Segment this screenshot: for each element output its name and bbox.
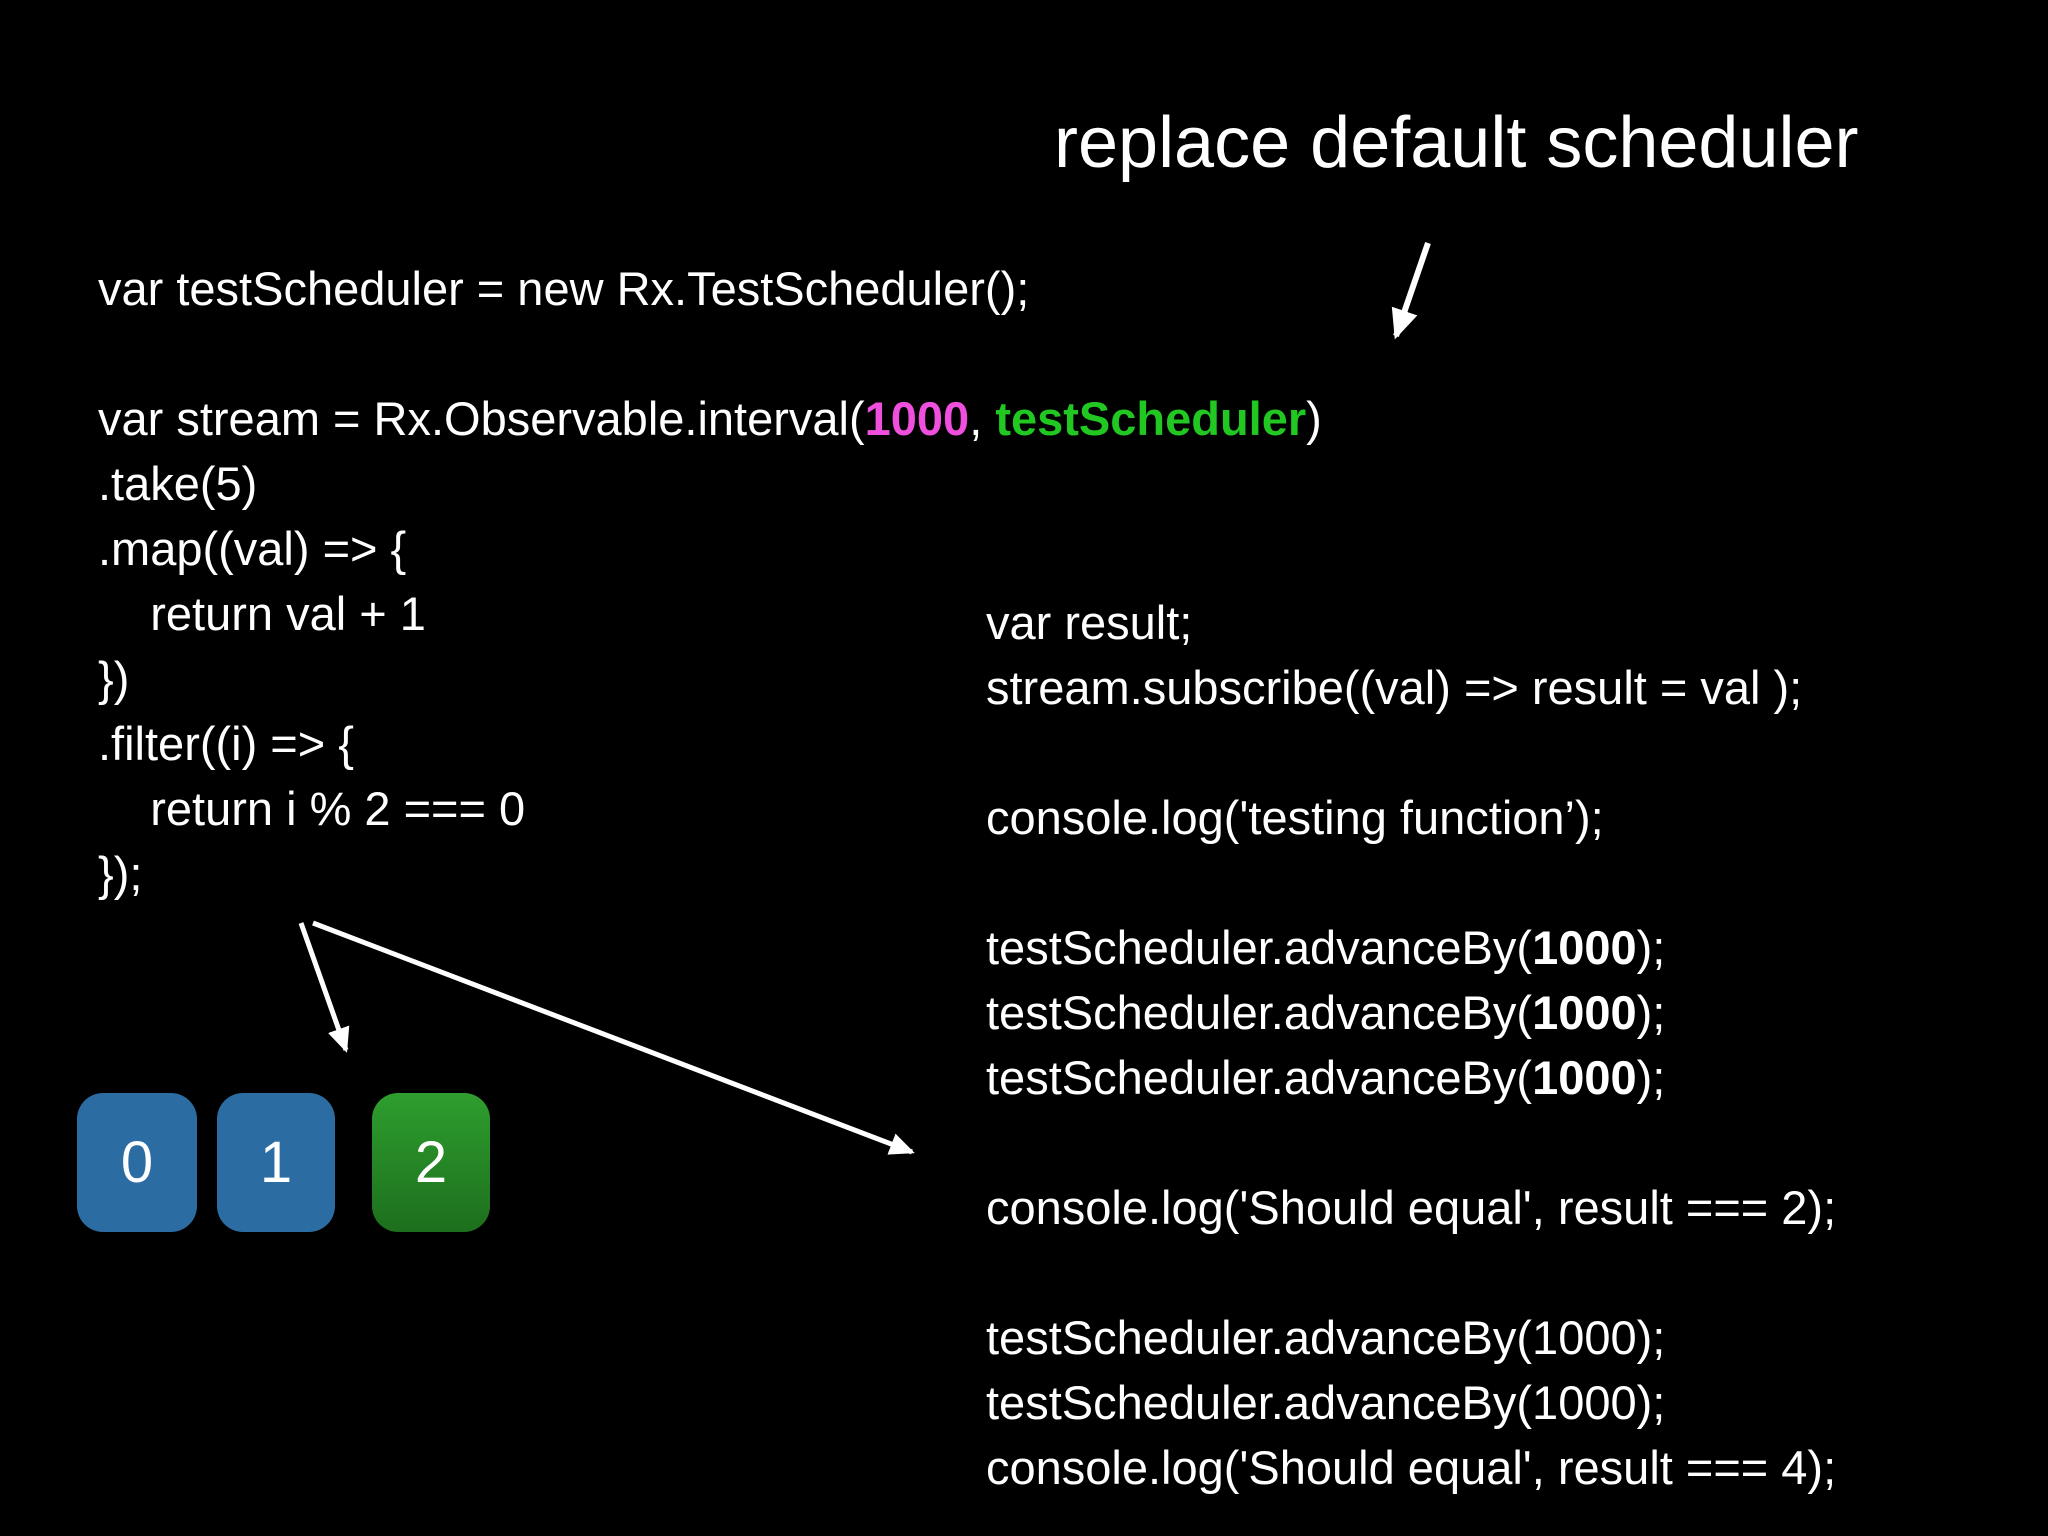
code-token: )	[1306, 392, 1322, 445]
code-token: testScheduler.advanceBy(	[986, 921, 1533, 974]
code-token: testScheduler.advanceBy(1000);	[986, 1311, 1666, 1364]
code-line	[986, 720, 1836, 785]
test-code-block: var result; stream.subscribe((val) => res…	[986, 590, 1836, 1500]
code-line	[98, 321, 1322, 386]
code-line: .map((val) => {	[98, 516, 1322, 581]
code-token: ,	[969, 392, 996, 445]
code-token: var testScheduler = new Rx.TestScheduler…	[98, 262, 1030, 315]
code-token-bold: 1000	[1532, 1051, 1637, 1104]
code-token: stream.subscribe((val) => result = val )…	[986, 661, 1803, 714]
code-token: var stream = Rx.Observable.interval(	[98, 392, 865, 445]
code-token: return val + 1	[98, 587, 426, 640]
code-token-bold: 1000	[1532, 986, 1637, 1039]
code-line	[986, 1110, 1836, 1175]
code-line: testScheduler.advanceBy(1000);	[986, 1370, 1836, 1435]
code-line: testScheduler.advanceBy(1000);	[986, 980, 1836, 1045]
code-token: );	[1636, 1051, 1666, 1104]
stream-value-box-1: 1	[217, 1093, 335, 1232]
stream-value-box-2: 2	[372, 1093, 490, 1232]
code-line: .filter((i) => {	[98, 711, 1322, 776]
code-token: testScheduler.advanceBy(	[986, 986, 1533, 1039]
code-line: })	[98, 646, 1322, 711]
stream-value-label: 2	[414, 1130, 448, 1195]
code-token: );	[1636, 986, 1666, 1039]
code-token: testScheduler.advanceBy(	[986, 1051, 1533, 1104]
code-line: console.log('Should equal', result === 4…	[986, 1435, 1836, 1500]
code-line: var stream = Rx.Observable.interval(1000…	[98, 386, 1322, 451]
stream-value-label: 1	[259, 1130, 293, 1195]
code-line: return val + 1	[98, 581, 1322, 646]
code-token: .filter((i) => {	[98, 717, 354, 770]
code-token: return i % 2 === 0	[98, 782, 526, 835]
code-line: testScheduler.advanceBy(1000);	[986, 915, 1836, 980]
stream-definition-code-block: var testScheduler = new Rx.TestScheduler…	[98, 256, 1322, 906]
code-line: return i % 2 === 0	[98, 776, 1322, 841]
title-to-code-arrow	[1391, 242, 1431, 340]
stream-value-box-0: 0	[77, 1093, 197, 1232]
code-token: .take(5)	[98, 457, 258, 510]
code-token: console.log('Should equal', result === 2…	[986, 1181, 1837, 1234]
code-token-bold: 1000	[1532, 921, 1637, 974]
code-line: console.log('testing function’);	[986, 785, 1836, 850]
code-line: testScheduler.advanceBy(1000);	[986, 1045, 1836, 1110]
code-line: .take(5)	[98, 451, 1322, 516]
code-line: testScheduler.advanceBy(1000);	[986, 1305, 1836, 1370]
code-line: var result;	[986, 590, 1836, 655]
code-token: testScheduler.advanceBy(1000);	[986, 1376, 1666, 1429]
code-token-green-bold: testScheduler	[995, 392, 1307, 445]
slide-title: replace default scheduler	[1054, 103, 1859, 183]
code-token: })	[98, 652, 130, 705]
code-line: stream.subscribe((val) => result = val )…	[986, 655, 1836, 720]
stream-value-label: 0	[120, 1130, 154, 1195]
code-token: var result;	[986, 596, 1193, 649]
code-token: });	[98, 847, 143, 900]
code-token: );	[1636, 921, 1666, 974]
code-line: });	[98, 841, 1322, 906]
code-token: console.log('testing function’);	[986, 791, 1604, 844]
code-line	[986, 1240, 1836, 1305]
code-token: console.log('Should equal', result === 4…	[986, 1441, 1837, 1494]
code-token: .map((val) => {	[98, 522, 407, 575]
code-line: console.log('Should equal', result === 2…	[986, 1175, 1836, 1240]
filter-to-boxes-arrow	[298, 922, 350, 1053]
code-token-magenta-bold: 1000	[864, 392, 970, 445]
code-line	[986, 850, 1836, 915]
code-line: var testScheduler = new Rx.TestScheduler…	[98, 256, 1322, 321]
